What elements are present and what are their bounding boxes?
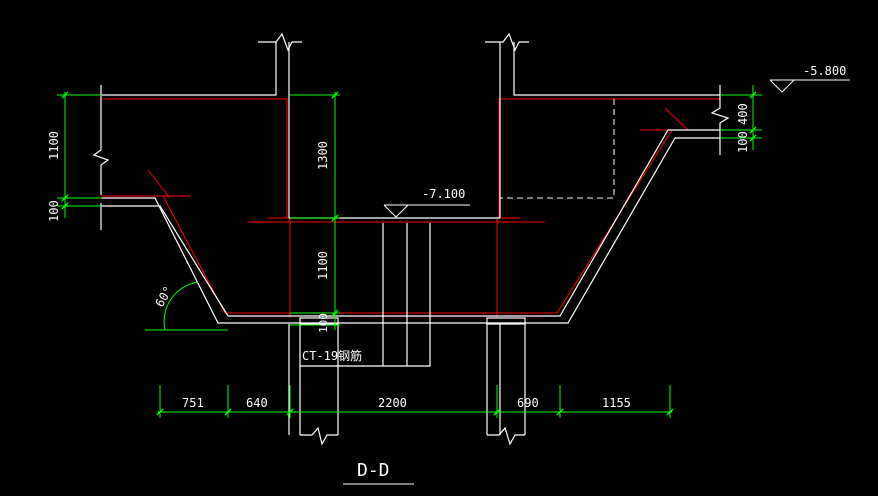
rebar-lines: [101, 98, 720, 318]
elev-bottom-triangle: [383, 204, 410, 218]
rebar-top-right: [498, 98, 720, 218]
rebar-tick-left: [147, 169, 171, 199]
dim-label-751: 751: [182, 396, 204, 410]
text-labels: -5.800 -7.100 751 640 2200 690 1155 1100…: [47, 64, 846, 481]
angle-label: 60°: [152, 284, 175, 310]
dim-ticks: [61, 91, 757, 416]
rebar-top-left: [103, 98, 288, 218]
break-top-right: [485, 32, 529, 52]
section-title: D-D: [357, 460, 390, 481]
hidden-box-right: [500, 99, 615, 199]
break-right: [710, 85, 730, 155]
elev-bottom-label: -7.100: [422, 187, 465, 201]
dim-label-2200: 2200: [378, 396, 407, 410]
dim-label-1155: 1155: [602, 396, 631, 410]
structure-outline: [92, 32, 730, 446]
pile-label-box: [300, 223, 431, 367]
dim-label-center-1300: 1300: [316, 141, 330, 170]
elev-top-triangle: [769, 79, 796, 93]
hidden-lines: [500, 99, 615, 199]
dim-label-right-400: 400: [736, 103, 750, 125]
dim-label-left-1100: 1100: [47, 131, 61, 160]
dim-label-center-1100: 1100: [316, 251, 330, 280]
elev-top-label: -5.800: [803, 64, 846, 78]
break-pile-left: [300, 426, 338, 446]
elevation-marks: [383, 79, 850, 218]
rebar-tick-right: [664, 107, 689, 131]
pile-cap-left: [299, 317, 339, 325]
pit-outer: [101, 137, 720, 324]
pile-cap-right: [486, 317, 526, 325]
dim-label-right-100: 100: [736, 131, 750, 153]
outline-top-left: [101, 42, 277, 96]
dim-label-left-100: 100: [47, 200, 61, 222]
dim-label-690: 690: [517, 396, 539, 410]
outline-top-right: [513, 42, 720, 96]
dim-label-center-100: 100: [317, 313, 330, 333]
pit-inner: [101, 129, 720, 317]
dimension-lines: [57, 85, 762, 418]
break-top-left: [258, 32, 302, 52]
break-left: [92, 85, 110, 195]
break-pile-right: [487, 426, 525, 446]
dim-label-640: 640: [246, 396, 268, 410]
pile-label: CT-19钢筋: [302, 348, 362, 363]
angle-arc: [163, 281, 199, 331]
